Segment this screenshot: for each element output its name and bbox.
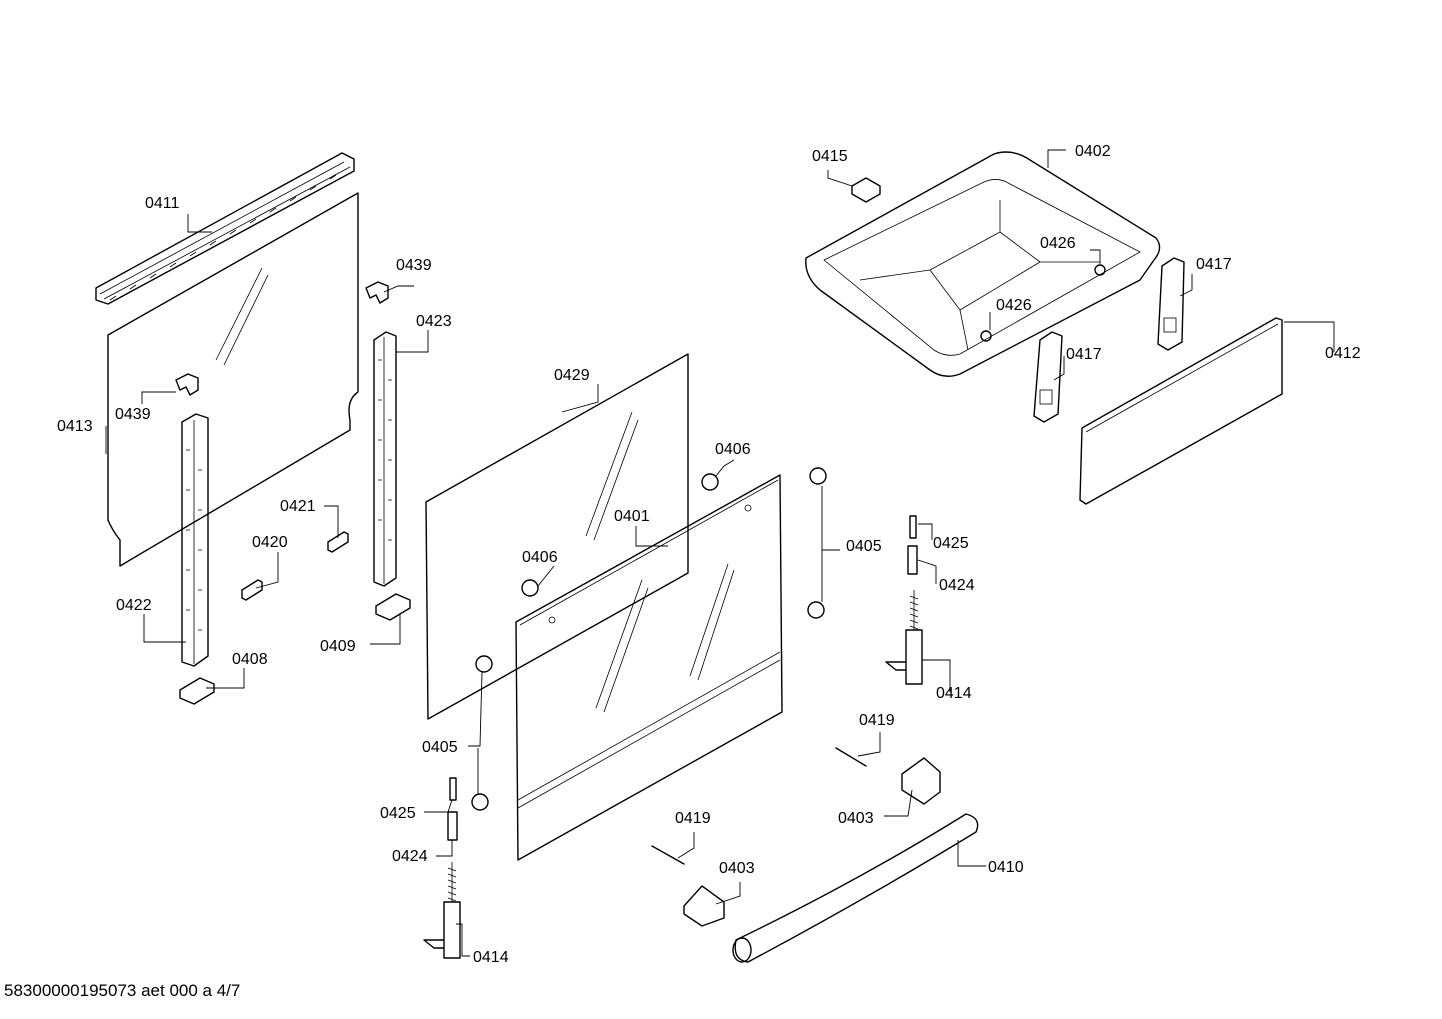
part-sleeve-0424-left — [447, 811, 458, 841]
label-0421: 0421 — [280, 498, 316, 515]
part-drawer-front-panel — [1079, 317, 1283, 505]
label-0403-upper: 0403 — [838, 810, 874, 827]
part-bumper-0405-c — [809, 467, 827, 485]
label-0414-left: 0414 — [473, 949, 509, 966]
label-0406-right: 0406 — [715, 441, 751, 458]
part-drawer-tray — [805, 151, 1161, 377]
label-0410: 0410 — [988, 859, 1024, 876]
part-runner-0417-left — [1033, 331, 1063, 423]
part-grommet-0426-lower — [980, 330, 992, 342]
leader-lines — [105, 149, 1335, 957]
label-0412: 0412 — [1325, 345, 1361, 362]
label-0402: 0402 — [1075, 143, 1111, 160]
part-handle-bracket-lower — [683, 885, 725, 927]
label-0417-right: 0417 — [1196, 256, 1232, 273]
label-0426-upper: 0426 — [1040, 235, 1076, 252]
label-0425-left: 0425 — [380, 805, 416, 822]
label-0426-lower: 0426 — [996, 297, 1032, 314]
label-0405-left: 0405 — [422, 739, 458, 756]
part-bracket-0415 — [851, 177, 881, 203]
label-0424-left: 0424 — [392, 848, 428, 865]
part-bumper-0405-d — [807, 601, 825, 619]
label-0411: 0411 — [145, 195, 180, 212]
label-0420: 0420 — [252, 534, 288, 551]
label-0409: 0409 — [320, 638, 356, 655]
part-screw-0419-upper — [835, 747, 867, 767]
part-bumper-0406-right — [701, 473, 719, 491]
label-0403-lower: 0403 — [719, 860, 755, 877]
part-hinge-0414-left — [423, 862, 461, 959]
part-hinge-0414-right — [885, 590, 923, 685]
label-0424-right: 0424 — [939, 577, 975, 594]
part-trim-strip — [95, 152, 355, 305]
label-0417-left: 0417 — [1066, 346, 1102, 363]
part-grommet-0426-upper — [1094, 264, 1106, 276]
part-small-clip-0421 — [327, 531, 349, 553]
part-pin-0425-right — [909, 515, 917, 539]
label-0415: 0415 — [812, 148, 848, 165]
part-bracket-left — [181, 413, 209, 667]
part-clip-lower — [175, 373, 199, 396]
label-0439-upper: 0439 — [396, 257, 432, 274]
label-0419-upper: 0419 — [859, 712, 895, 729]
label-0429: 0429 — [554, 367, 590, 384]
part-labels: 0411 0413 0439 0439 0423 0421 0420 0422 … — [57, 143, 1361, 966]
part-bracket-right — [373, 331, 397, 587]
label-0406-left: 0406 — [522, 549, 558, 566]
document-reference-number: 58300000195073 aet 000 a 4/7 — [4, 981, 241, 1000]
part-hinge-bracket-0409 — [375, 593, 411, 621]
label-0439-lower: 0439 — [115, 406, 151, 423]
part-hinge-bracket-0408 — [179, 677, 215, 705]
label-0401: 0401 — [614, 508, 650, 525]
part-bumper-0405-b — [471, 793, 489, 811]
part-door-handle — [732, 813, 979, 963]
label-0405-right: 0405 — [846, 538, 882, 555]
part-middle-glass-pane — [425, 353, 689, 720]
part-small-clip-0420 — [241, 579, 263, 601]
part-pin-0425-left — [449, 777, 457, 801]
part-inner-glass-panel — [107, 192, 359, 567]
part-screw-0419-lower — [651, 845, 685, 865]
label-0425-right: 0425 — [933, 535, 969, 552]
label-0422: 0422 — [116, 597, 152, 614]
label-0413: 0413 — [57, 418, 93, 435]
label-0419-lower: 0419 — [675, 810, 711, 827]
label-0408: 0408 — [232, 651, 268, 668]
label-0423: 0423 — [416, 313, 452, 330]
part-runner-0417-right — [1157, 257, 1185, 351]
label-0414-right: 0414 — [936, 685, 972, 702]
part-handle-bracket-upper — [901, 757, 941, 805]
part-outer-door-glass — [515, 474, 783, 861]
part-sleeve-0424-right — [907, 545, 918, 575]
part-bumper-0406-left — [521, 579, 539, 597]
part-clip-upper — [365, 281, 389, 304]
part-bumper-0405-a — [475, 655, 493, 673]
